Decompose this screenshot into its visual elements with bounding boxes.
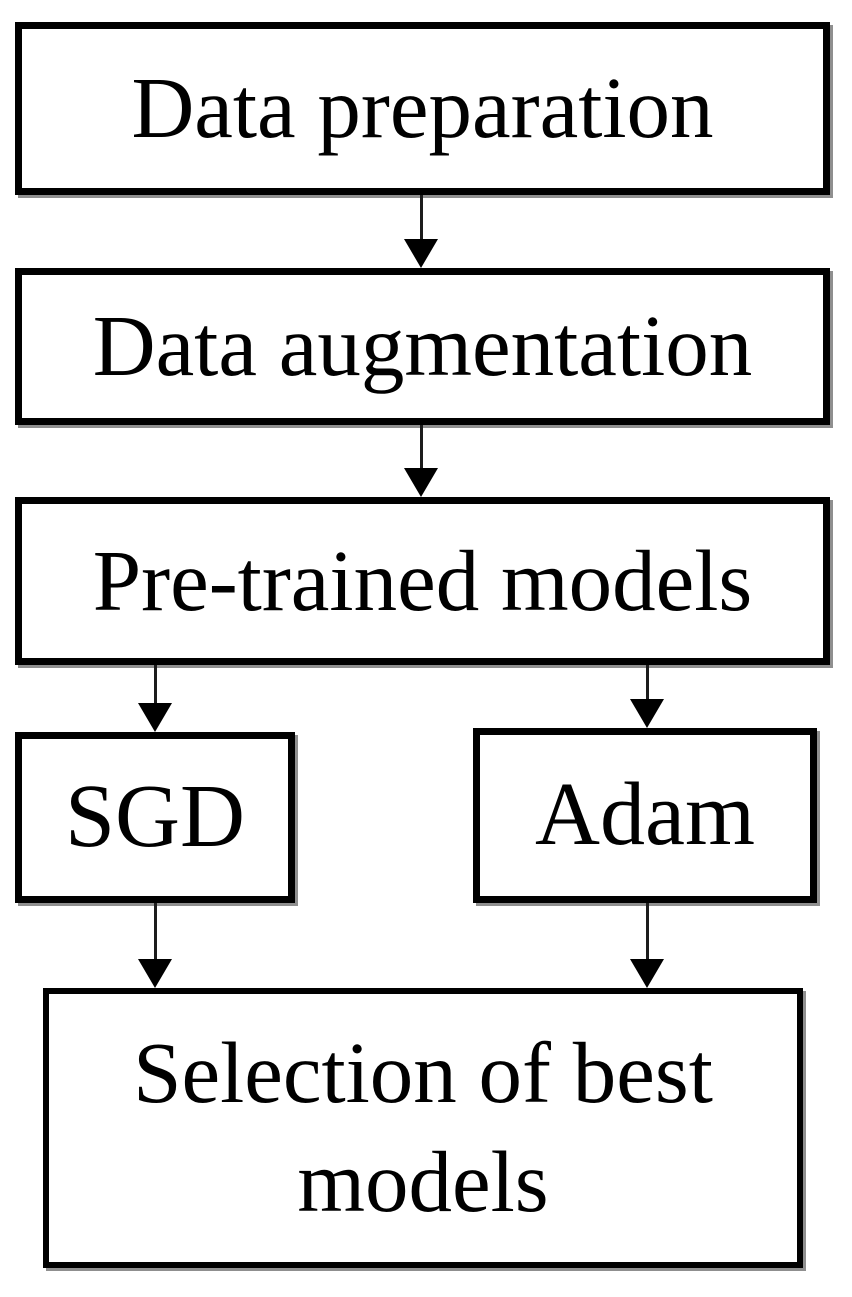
arrowhead-down-icon: [404, 468, 438, 497]
arrowhead-down-icon: [138, 959, 172, 988]
arrow-pretrained-models-to-adam: [630, 665, 664, 728]
arrow-stem: [153, 665, 157, 704]
node-selection-best-models: Selection of best models: [43, 988, 803, 1268]
node-label-data-augmentation: Data augmentation: [92, 297, 753, 395]
node-data-preparation: Data preparation: [15, 22, 830, 195]
node-label-pretrained-models: Pre-trained models: [92, 531, 753, 629]
node-sgd: SGD: [15, 732, 295, 903]
node-label-selection-best-models: Selection of best models: [133, 1024, 713, 1230]
arrow-pretrained-models-to-sgd: [138, 665, 172, 732]
node-adam: Adam: [473, 728, 817, 903]
arrowhead-down-icon: [630, 959, 664, 988]
arrow-stem: [153, 903, 157, 960]
arrow-stem: [645, 665, 649, 700]
node-label-sgd: SGD: [64, 767, 246, 867]
node-data-augmentation: Data augmentation: [15, 268, 830, 425]
arrow-data-augmentation-to-pretrained-models: [404, 425, 438, 497]
arrow-stem: [645, 903, 649, 960]
arrow-stem: [419, 195, 423, 240]
node-label-adam: Adam: [535, 765, 755, 865]
arrow-stem: [419, 425, 423, 469]
arrow-sgd-to-selection: [138, 903, 172, 988]
arrowhead-down-icon: [630, 699, 664, 728]
arrow-adam-to-selection: [630, 903, 664, 988]
node-label-data-preparation: Data preparation: [131, 59, 714, 157]
arrowhead-down-icon: [138, 703, 172, 732]
arrowhead-down-icon: [404, 239, 438, 268]
arrow-data-preparation-to-data-augmentation: [404, 195, 438, 268]
node-pretrained-models: Pre-trained models: [15, 497, 830, 665]
